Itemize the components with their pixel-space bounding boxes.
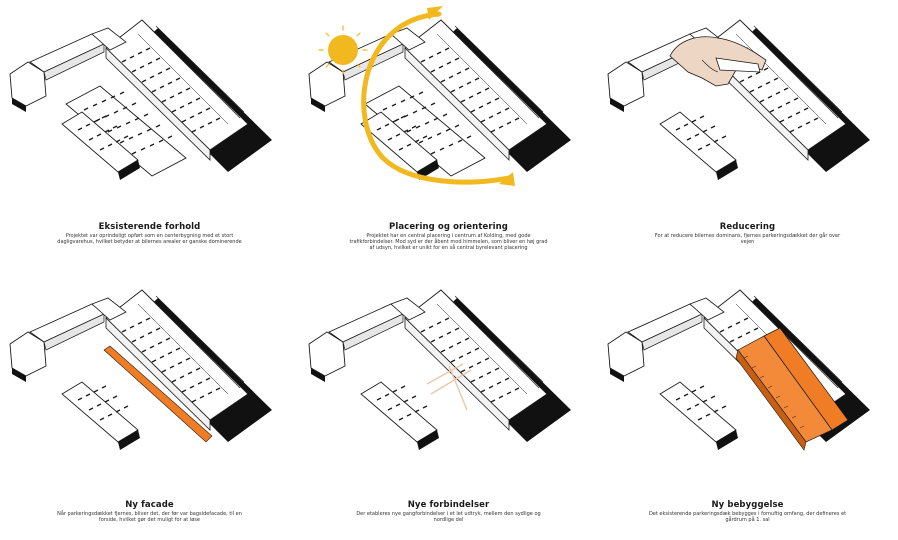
new-facade-icon [0, 270, 299, 470]
caption-existing: Eksisterende forhold Projektet var oprin… [20, 222, 279, 245]
caption-connections: Nye forbindelser Der etableres nye gangf… [319, 500, 578, 523]
building-model [10, 290, 272, 450]
panel-new-building: Ny bebyggelse Det eksisterende parkering… [598, 270, 897, 540]
panel-description: Det eksisterende parkeringsdæk bebygges … [648, 511, 848, 523]
caption-new-building: Ny bebyggelse Det eksisterende parkering… [618, 500, 877, 523]
panel-description: Når parkeringsdækket fjernes, bliver det… [50, 511, 250, 523]
panel-title: Nye forbindelser [319, 500, 578, 510]
caption-orientation: Placering og orientering Projektet har e… [319, 222, 578, 252]
panel-title: Ny facade [20, 500, 279, 510]
panel-title: Reducering [618, 222, 877, 232]
panel-title: Eksisterende forhold [20, 222, 279, 232]
panel-title: Ny bebyggelse [618, 500, 877, 510]
panel-title: Placering og orientering [319, 222, 578, 232]
sun-orientation-icon [299, 0, 598, 200]
existing-building-icon [0, 0, 299, 200]
building-model [309, 290, 571, 450]
caption-facade: Ny facade Når parkeringsdækket fjernes, … [20, 500, 279, 523]
panel-existing: Eksisterende forhold Projektet var oprin… [0, 0, 299, 270]
panel-facade: Ny facade Når parkeringsdækket fjernes, … [0, 270, 299, 540]
new-connections-icon [299, 270, 598, 470]
caption-reduction: Reducering For at reducere bilernes domi… [618, 222, 877, 245]
panel-reduction: Reducering For at reducere bilernes domi… [598, 0, 897, 270]
panel-connections: Nye forbindelser Der etableres nye gangf… [299, 270, 598, 540]
panel-description: Der etableres nye gangforbindelser i et … [349, 511, 549, 523]
hand-removing-deck-icon [598, 0, 897, 200]
new-building-icon [598, 270, 897, 470]
building-model [10, 20, 272, 180]
panel-description: Projektet har en central placering i cen… [349, 233, 549, 252]
panel-description: Projektet var oprindeligt opført som en … [50, 233, 250, 245]
panel-orientation: Placering og orientering Projektet har e… [299, 0, 598, 270]
panel-description: For at reducere bilernes dominans, fjern… [648, 233, 848, 245]
